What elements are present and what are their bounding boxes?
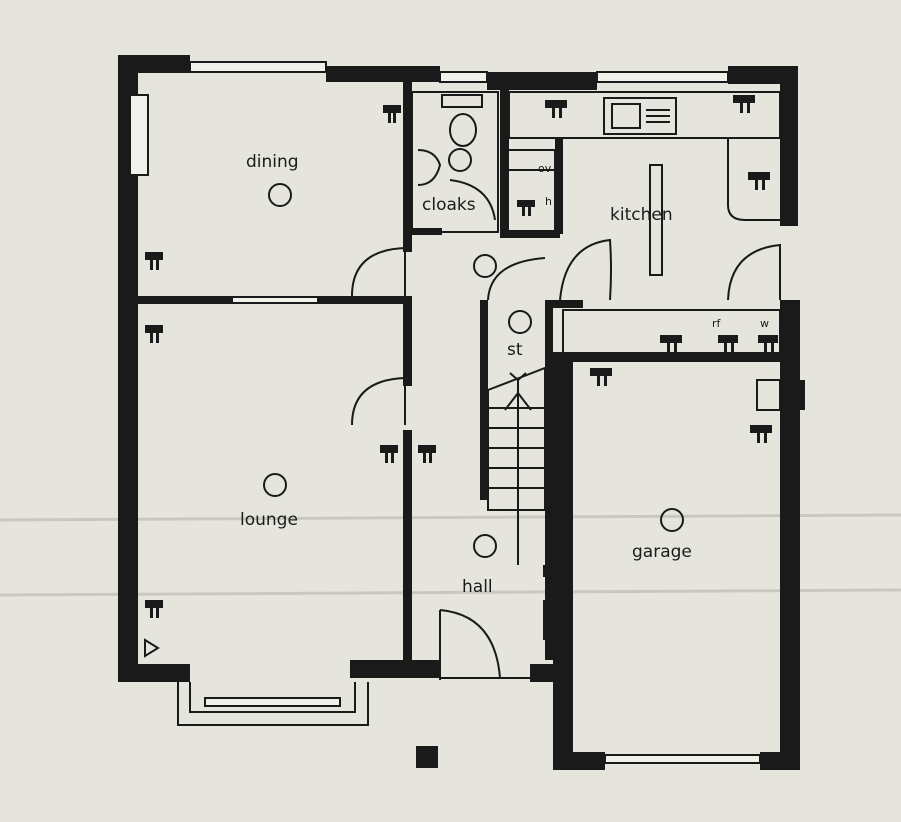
ceiling-lights xyxy=(263,183,684,558)
paper-fold xyxy=(0,588,901,597)
room-label-hall: hall xyxy=(462,577,493,597)
wc xyxy=(417,94,483,186)
power-sockets xyxy=(145,95,778,618)
paper-fold xyxy=(0,513,901,522)
kitchen-table xyxy=(649,164,663,276)
doors xyxy=(351,179,781,680)
hob-label: h xyxy=(545,195,552,208)
garage-unit xyxy=(756,379,781,411)
washer-label: w xyxy=(760,317,769,330)
kitchen-sink xyxy=(603,97,677,135)
room-label-cloaks: cloaks xyxy=(422,195,476,215)
post-marker xyxy=(416,746,438,768)
outer-walls xyxy=(118,55,800,770)
room-label-lounge: lounge xyxy=(240,510,298,530)
room-label-dining: dining xyxy=(246,152,299,172)
internal-walls xyxy=(138,82,800,670)
fridge-label: rf xyxy=(712,317,722,330)
windows xyxy=(129,61,761,764)
light-fitting xyxy=(263,473,287,497)
switch-icon xyxy=(543,565,551,577)
light-fitting xyxy=(473,534,497,558)
light-fitting xyxy=(508,310,532,334)
light-fitting xyxy=(660,508,684,532)
room-label-garage: garage xyxy=(632,542,692,562)
meter-box xyxy=(795,380,805,410)
oven-label: ov xyxy=(538,162,552,175)
staircase xyxy=(487,366,546,565)
room-label-kitchen: kitchen xyxy=(610,205,673,225)
light-fitting xyxy=(268,183,292,207)
bell-push-icon xyxy=(144,638,160,658)
light-fitting xyxy=(473,254,497,278)
room-label-st: st xyxy=(507,340,523,360)
